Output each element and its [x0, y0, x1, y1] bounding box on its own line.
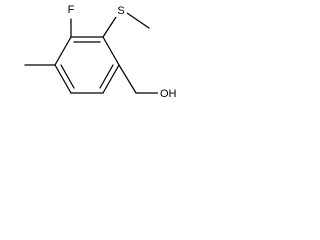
ring-bond-c3-c4	[102, 64, 120, 94]
ring-bond-c6-c1	[54, 36, 72, 66]
c-s-bond	[102, 16, 117, 38]
c-ch2-bond	[118, 64, 137, 94]
molecule-structure: F S OH	[24, 2, 180, 100]
s-methyl-bond	[126, 12, 150, 29]
ring-bond-c5-c6-inner	[60, 64, 75, 89]
fluorine-label: F	[68, 4, 75, 16]
ring-bond-c5-c6	[54, 64, 72, 94]
benzene-ring	[54, 36, 120, 94]
ring-bond-c2-c3	[102, 36, 120, 66]
sulfur-label-bg	[115, 3, 127, 17]
ring-bond-c3-c4-inner	[99, 64, 114, 89]
sulfur-label: S	[117, 5, 124, 17]
hydroxyl-label: OH	[160, 88, 177, 100]
hydroxyl-label-bg	[158, 86, 180, 100]
fluorine-label-bg	[65, 2, 77, 16]
